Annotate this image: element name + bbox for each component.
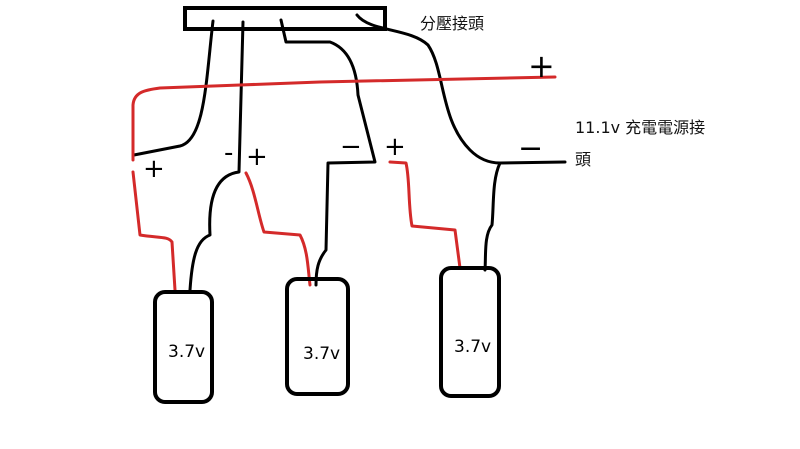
balance-connector [183,6,387,31]
battery-2-minus-sign: − [340,132,362,162]
main-minus-sign: − [518,131,544,166]
charge-connector-label: 11.1v 充電電源接 [575,118,706,137]
battery-1-positive-wire [131,170,177,292]
battery-2-positive-wire [244,171,312,287]
battery-3-plus-sign: + [384,132,406,162]
balance-wire-1 [132,19,215,157]
balance-wire-2 [188,20,245,292]
battery-2-plus-sign: + [246,142,268,172]
battery-3-voltage: 3.7v [454,337,492,357]
battery-2 [285,277,350,396]
battery-1-voltage: 3.7v [168,342,206,362]
battery-1-plus-sign: + [143,154,165,184]
balance-wire-3 [279,18,377,287]
main-positive-wire [131,75,557,162]
charge-connector-label-cont: 頭 [575,150,592,169]
battery-1-minus-sign: - [224,138,234,168]
balance-wire-4 [355,13,567,272]
balance-connector-label: 分壓接頭 [420,14,485,33]
battery-2-voltage: 3.7v [303,344,341,364]
battery-3 [439,266,501,398]
battery-3-positive-wire [388,160,462,270]
battery-1 [153,290,214,404]
main-plus-sign: + [528,47,555,85]
